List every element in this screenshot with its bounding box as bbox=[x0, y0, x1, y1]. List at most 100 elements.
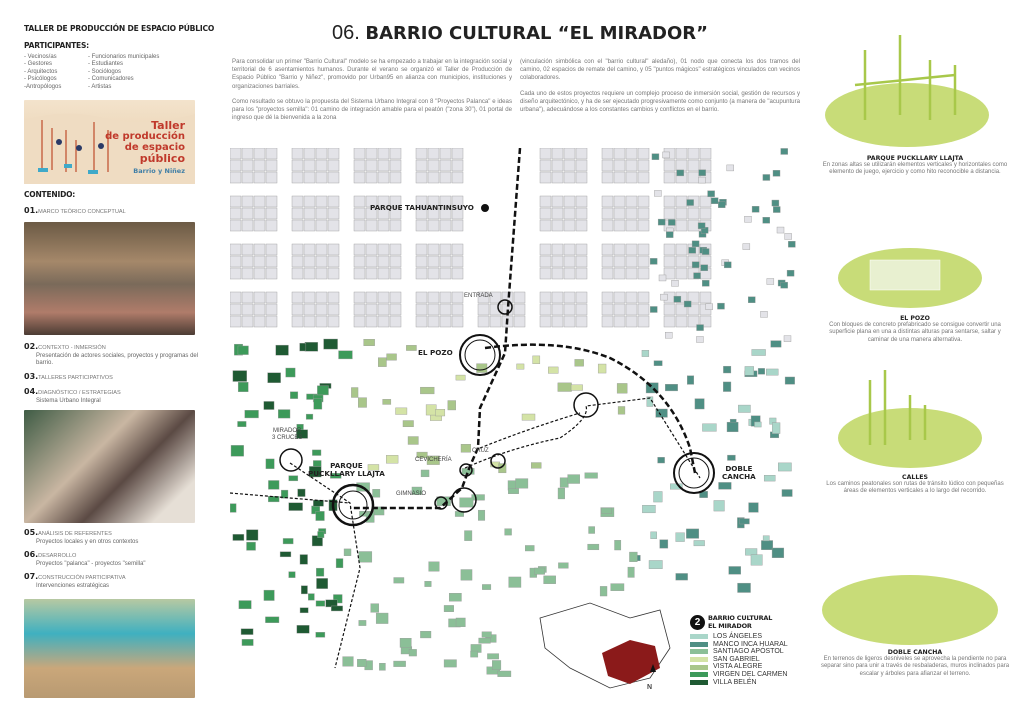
building-block bbox=[389, 243, 402, 256]
building-block bbox=[668, 219, 676, 226]
building-block bbox=[246, 529, 259, 541]
participant-item: - Artistas bbox=[88, 83, 112, 90]
building-block bbox=[637, 159, 650, 172]
building-block bbox=[291, 195, 304, 208]
building-block bbox=[303, 195, 316, 208]
building-block bbox=[230, 207, 242, 220]
building-block bbox=[315, 255, 328, 268]
building-block bbox=[327, 207, 340, 220]
building-block bbox=[625, 219, 638, 232]
building-block bbox=[613, 303, 626, 316]
building-block bbox=[265, 291, 278, 304]
photo-participatory-workshop bbox=[24, 410, 195, 523]
building-block bbox=[707, 190, 715, 197]
building-block bbox=[241, 315, 254, 328]
building-block bbox=[285, 367, 296, 378]
building-block bbox=[415, 267, 428, 280]
building-block bbox=[551, 159, 564, 172]
building-block bbox=[282, 538, 294, 545]
building-block bbox=[303, 219, 316, 232]
building-block bbox=[389, 255, 402, 268]
building-block bbox=[551, 195, 564, 208]
building-block bbox=[451, 171, 464, 184]
building-block bbox=[365, 303, 378, 316]
building-block bbox=[477, 303, 490, 316]
label-entrada: ENTRADA bbox=[464, 293, 493, 299]
legend-swatch bbox=[690, 664, 708, 670]
building-block bbox=[663, 171, 676, 184]
building-block bbox=[761, 540, 774, 550]
building-block bbox=[658, 274, 667, 282]
building-block bbox=[288, 502, 303, 511]
building-block bbox=[563, 291, 576, 304]
building-block bbox=[539, 171, 552, 184]
building-block bbox=[771, 547, 785, 558]
building-block bbox=[265, 219, 278, 232]
label-parque-pucllary-llajta: PARQUE PUCKLLARY LLAJTA bbox=[308, 461, 385, 478]
building-block bbox=[315, 207, 328, 220]
building-block bbox=[675, 315, 688, 328]
building-block bbox=[424, 581, 432, 587]
building-block bbox=[705, 303, 713, 310]
building-block bbox=[365, 243, 378, 256]
building-block bbox=[389, 159, 402, 172]
building-block bbox=[241, 639, 254, 646]
legend-label: VIRGEN DEL CARMEN bbox=[713, 670, 788, 678]
building-block bbox=[717, 302, 725, 310]
building-block bbox=[353, 291, 366, 304]
building-block bbox=[241, 148, 254, 160]
logo-line5: Barrio y Niñez bbox=[133, 167, 185, 175]
building-block bbox=[439, 195, 452, 208]
building-block bbox=[699, 207, 712, 220]
building-block bbox=[718, 201, 726, 208]
building-block bbox=[726, 164, 734, 172]
building-block bbox=[508, 488, 519, 494]
photo-construction bbox=[24, 599, 195, 698]
building-block bbox=[253, 303, 266, 316]
building-block bbox=[675, 303, 688, 316]
building-block bbox=[770, 340, 782, 348]
building-block bbox=[650, 531, 657, 539]
label-cruz: CRUZ bbox=[472, 448, 489, 454]
building-block bbox=[265, 315, 278, 328]
building-block bbox=[772, 170, 781, 177]
building-block bbox=[230, 195, 242, 208]
building-block bbox=[687, 375, 695, 385]
label-mirador-3-cruces: MIRADOR 3 CRUCES bbox=[272, 428, 303, 441]
legend-label: SAN GABRIEL bbox=[713, 655, 760, 663]
building-block bbox=[379, 662, 386, 671]
legend-badge: 2 bbox=[690, 615, 705, 630]
building-block bbox=[613, 148, 626, 160]
building-block bbox=[521, 413, 536, 421]
building-block bbox=[451, 159, 464, 172]
building-block bbox=[739, 518, 750, 525]
logo-line1: Taller bbox=[151, 119, 185, 132]
building-block bbox=[701, 248, 710, 255]
site-map[interactable] bbox=[230, 148, 800, 708]
building-block bbox=[613, 315, 626, 328]
intro-column-1: Para consolidar un primer "Barrio Cultur… bbox=[232, 58, 512, 122]
building-block bbox=[382, 399, 392, 405]
building-block bbox=[773, 206, 781, 213]
building-block bbox=[291, 267, 304, 280]
building-block bbox=[663, 159, 676, 172]
building-block bbox=[317, 531, 325, 538]
building-block bbox=[551, 171, 564, 184]
building-block bbox=[427, 207, 440, 220]
building-block bbox=[389, 303, 402, 316]
building-block bbox=[312, 449, 322, 456]
building-block bbox=[663, 303, 676, 316]
building-block bbox=[278, 409, 291, 419]
building-block bbox=[415, 159, 428, 172]
building-block bbox=[723, 365, 732, 374]
building-block bbox=[375, 612, 389, 624]
building-block bbox=[408, 649, 417, 657]
building-block bbox=[415, 315, 428, 328]
building-block bbox=[363, 339, 375, 346]
building-block bbox=[613, 243, 626, 256]
building-block bbox=[551, 207, 564, 220]
building-block bbox=[291, 207, 304, 220]
page-title: 06. BARRIO CULTURAL “EL MIRADOR” bbox=[320, 22, 720, 45]
